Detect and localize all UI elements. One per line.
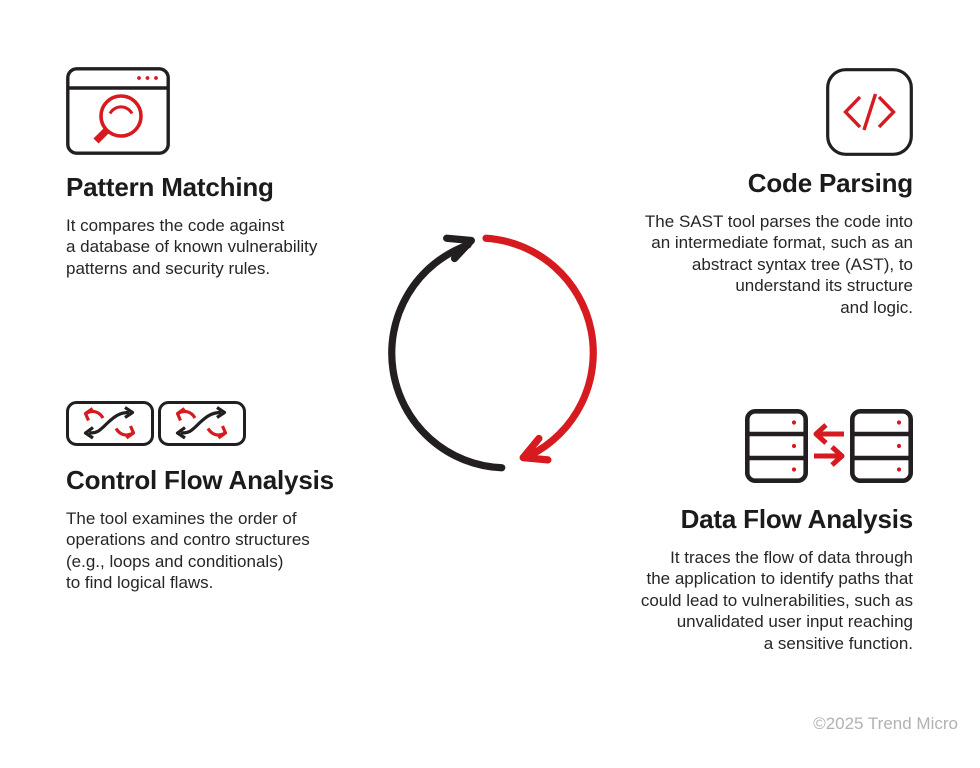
server-stack-right-icon [850, 409, 913, 483]
section-pattern-matching: Pattern Matching It compares the code ag… [66, 67, 366, 279]
control-flow-title: Control Flow Analysis [66, 465, 334, 495]
sync-arrows-icon [813, 423, 845, 467]
data-flow-description: It traces the flow of data through the a… [640, 547, 913, 653]
code-brackets-icon [583, 68, 913, 156]
server-sync-icon [583, 409, 913, 483]
cycle-arrows-icon [360, 218, 630, 488]
section-code-parsing: Code Parsing The SAST tool parses the co… [583, 68, 913, 318]
server-stack-left-icon [745, 409, 808, 483]
control-flow-description: The tool examines the order of operation… [66, 508, 310, 593]
section-data-flow-analysis: Data Flow Analysis It traces the flow of… [583, 409, 913, 654]
pattern-matching-description: It compares the code against a database … [66, 215, 318, 278]
copyright-text: ©2025 Trend Micro [813, 714, 958, 733]
shuffle-flow-icon [66, 400, 376, 451]
pattern-matching-title: Pattern Matching [66, 172, 274, 202]
browser-search-icon [66, 67, 366, 160]
section-control-flow-analysis: Control Flow Analysis The tool examines … [66, 400, 376, 594]
code-parsing-description: The SAST tool parses the code into an in… [644, 211, 913, 317]
code-parsing-title: Code Parsing [747, 168, 913, 198]
data-flow-title: Data Flow Analysis [680, 504, 914, 534]
